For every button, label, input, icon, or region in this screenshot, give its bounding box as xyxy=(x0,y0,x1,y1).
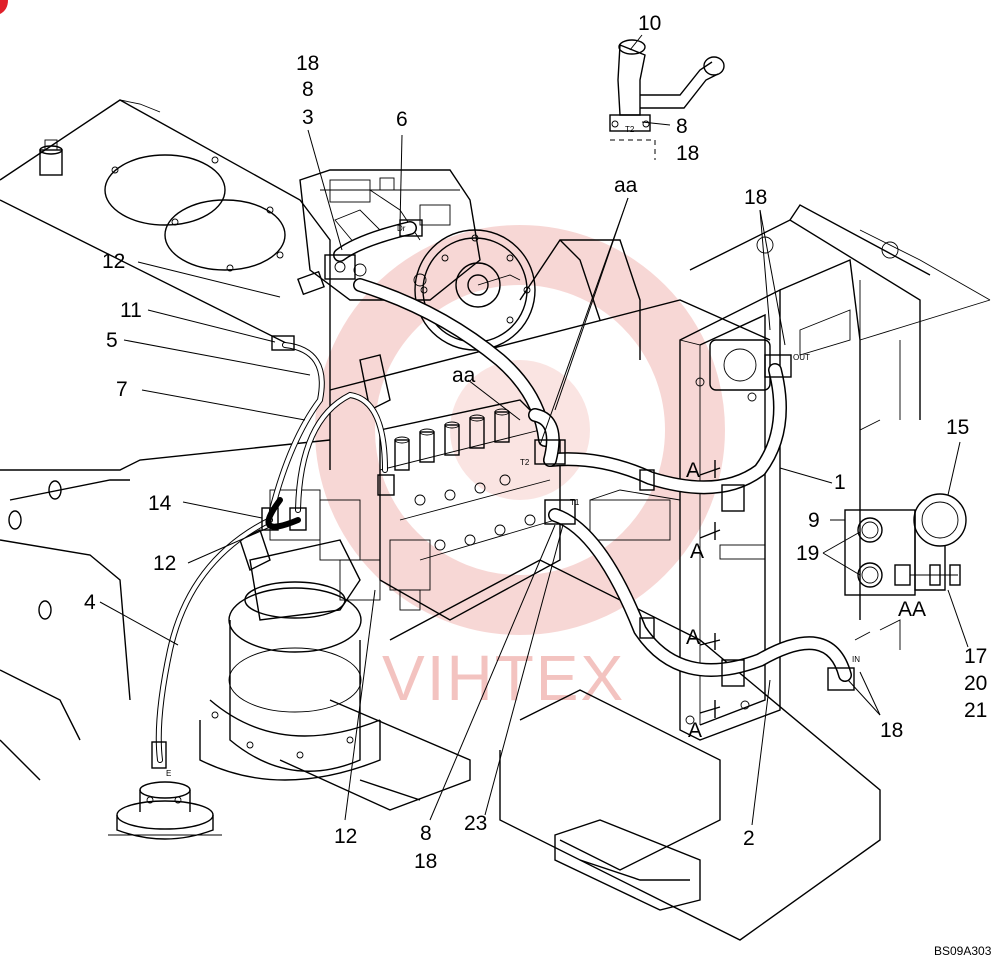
callout-8-inset: 8 xyxy=(676,115,688,138)
port-label-in: IN xyxy=(852,655,860,664)
callout-23: 23 xyxy=(464,812,487,835)
hose-fittings xyxy=(151,219,855,769)
callout-6: 6 xyxy=(396,108,408,131)
port-label-out: OUT xyxy=(793,353,810,362)
callout-18-bottom: 18 xyxy=(414,850,437,873)
oil-cooler: OUT IN xyxy=(679,258,861,741)
callout-11: 11 xyxy=(120,299,142,322)
inset-fitting-detail: T2 xyxy=(609,39,725,160)
callout-2: 2 xyxy=(743,827,755,850)
leader-lines xyxy=(99,34,969,826)
diagram-code: BS09A303 xyxy=(934,944,992,958)
swivel-joint: E xyxy=(108,769,222,840)
port-label-e: E xyxy=(166,769,171,778)
callout-12-bottom: 12 xyxy=(334,825,357,848)
callout-4: 4 xyxy=(84,591,96,614)
callout-9: 9 xyxy=(808,509,820,532)
callout-18-top: 18 xyxy=(296,52,319,75)
callout-1: 1 xyxy=(834,471,846,494)
watermark-text: VIHTEX xyxy=(382,642,625,714)
callout-a-4: A xyxy=(688,719,702,742)
hydraulic-pump xyxy=(299,169,536,351)
cooler-hoses xyxy=(333,221,852,682)
port-label-t2-upper: T2 xyxy=(625,125,635,134)
callout-a-1: A xyxy=(686,459,700,482)
callout-17: 17 xyxy=(964,645,987,668)
callout-14: 14 xyxy=(148,492,172,515)
corner-mark xyxy=(0,0,8,14)
callout-18-cooler-top: 18 xyxy=(744,186,767,209)
callout-21: 21 xyxy=(964,699,987,722)
port-label-t2-valve: T2 xyxy=(520,458,530,467)
clamp-detail-aa xyxy=(844,493,967,596)
callout-8-top: 8 xyxy=(302,78,314,101)
callout-10: 10 xyxy=(638,12,661,35)
callout-a-3: A xyxy=(686,626,700,649)
swing-motor xyxy=(199,489,381,781)
callout-8-bottom: 8 xyxy=(420,822,432,845)
callout-20: 20 xyxy=(964,672,987,695)
callout-3: 3 xyxy=(302,106,314,129)
callout-a-2: A xyxy=(690,540,704,563)
callout-12-mid: 12 xyxy=(153,552,176,575)
callout-5: 5 xyxy=(106,329,118,352)
callout-18-inset: 18 xyxy=(676,142,699,165)
callout-aa-upper: aa xyxy=(614,174,638,197)
callout-aa-lower: aa xyxy=(452,364,476,387)
callout-19: 19 xyxy=(796,542,819,565)
callout-labels: 18 8 3 6 10 8 18 aa aa 18 12 11 5 7 14 1… xyxy=(84,12,987,873)
callout-15: 15 xyxy=(946,416,969,439)
callout-18-cooler-bottom: 18 xyxy=(880,719,903,742)
callout-aa-detail: AA xyxy=(898,598,926,621)
callout-7: 7 xyxy=(116,378,128,401)
section-a-markers xyxy=(699,460,721,718)
port-label-dr: Dr xyxy=(397,224,406,233)
callout-12-upper: 12 xyxy=(102,250,125,273)
